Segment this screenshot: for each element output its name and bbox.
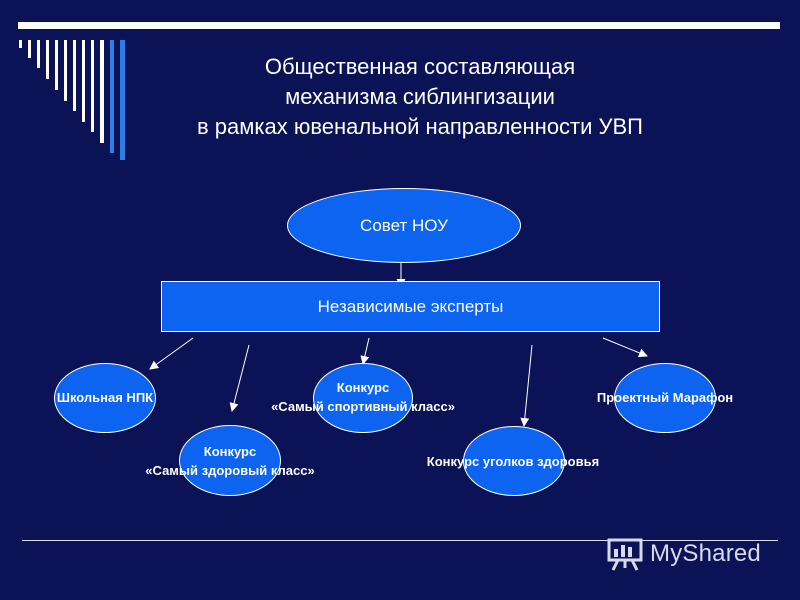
arrow-to-school-npk	[149, 337, 194, 370]
healthy-class-label-line-1: Конкурс	[203, 444, 257, 459]
healthy-class-label: Конкурс «Самый здоровый класс»	[115, 442, 345, 480]
arrow-to-sport-class	[360, 337, 370, 365]
health-corners-node	[463, 426, 565, 496]
slide-title: Общественная составляющая механизма сибл…	[150, 52, 690, 142]
sport-class-label-line-1: Конкурс	[336, 380, 390, 395]
decorative-bars	[19, 40, 125, 160]
top-rule	[18, 22, 780, 29]
experts-box: Независимые эксперты	[161, 281, 660, 332]
arrow-to-health-corners	[520, 344, 533, 427]
bottom-rule	[22, 540, 778, 541]
watermark-text: MyShared	[650, 540, 761, 567]
school-npk-node	[54, 363, 156, 433]
watermark: MyShared	[606, 536, 761, 572]
sport-class-label: Конкурс «Самый спортивный класс»	[243, 378, 483, 416]
title-line-1: Общественная составляющая	[264, 54, 576, 79]
school-npk-label: Школьная НПК	[56, 390, 154, 405]
healthy-class-label-line-2: «Самый здоровый класс»	[145, 463, 315, 478]
council-label: Совет НОУ	[360, 215, 448, 235]
sport-class-node	[313, 363, 413, 433]
council-node	[287, 188, 521, 263]
arrow-to-project-marathon	[602, 337, 648, 358]
arrow-to-healthy-class	[229, 344, 250, 412]
presentation-board-icon	[607, 538, 643, 571]
project-marathon-node	[614, 363, 716, 433]
project-marathon-label: Проектный Марафон	[596, 390, 734, 405]
health-corners-label: Конкурс уголков здоровья	[426, 454, 600, 469]
healthy-class-node	[179, 425, 281, 496]
title-line-2: механизма сиблингизации	[285, 84, 555, 109]
title-line-3: в рамках ювенальной направленности УВП	[197, 114, 643, 139]
sport-class-label-line-2: «Самый спортивный класс»	[271, 399, 455, 414]
experts-label: Независимые эксперты	[317, 296, 504, 316]
